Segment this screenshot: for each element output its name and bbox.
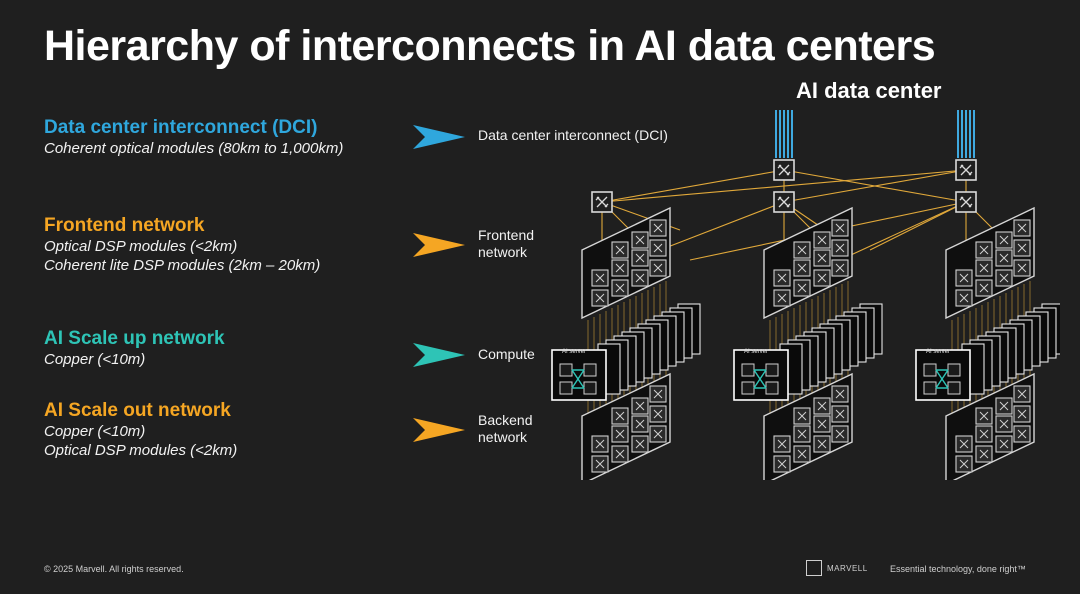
layer-label-backend-line-1: Backend: [478, 412, 533, 428]
category-scale-up-line-1: Copper (<10m): [44, 351, 146, 368]
fiber-bundle-left: [775, 110, 793, 158]
category-scale-out-name: AI Scale out network: [44, 400, 231, 421]
backend-arrow-icon: [413, 418, 465, 442]
category-dci-name: Data center interconnect (DCI): [44, 117, 318, 138]
category-frontend-line-1: Optical DSP modules (<2km): [44, 238, 238, 255]
ai-server-label-1: AI server: [562, 349, 586, 355]
dci-arrow-icon: [413, 125, 465, 149]
category-frontend-name: Frontend network: [44, 215, 205, 236]
diagram-title: AI data center: [796, 78, 942, 103]
data-center-diagram: AI server AI server AI server: [540, 110, 1060, 480]
layer-label-backend-line-2: network: [478, 429, 528, 445]
category-frontend-line-2: Coherent lite DSP modules (2km – 20km): [44, 257, 321, 274]
dci-switch-left: [773, 159, 795, 181]
dci-switch-right: [955, 159, 977, 181]
ai-server-label-3: AI server: [926, 349, 950, 355]
pod-1: [552, 208, 700, 480]
slide-title: Hierarchy of interconnects in AI data ce…: [44, 22, 936, 70]
category-scale-up-name: AI Scale up network: [44, 328, 225, 349]
frontend-switch-2: [773, 191, 795, 213]
category-scale-out-line-1: Copper (<10m): [44, 423, 146, 440]
frontend-arrow-icon: [413, 233, 465, 257]
layer-label-frontend: Frontend network: [478, 227, 534, 261]
marvell-logo: MARVELL: [806, 560, 868, 576]
pod-3: [916, 208, 1060, 480]
ai-server-label-2: AI server: [744, 349, 768, 355]
category-scale-up: AI Scale up network Copper (<10m): [44, 327, 225, 369]
compute-arrow-icon: [413, 343, 465, 367]
fiber-bundle-right: [957, 110, 975, 158]
layer-label-frontend-line-2: network: [478, 244, 528, 260]
category-dci-line-1: Coherent optical modules (80km to 1,000k…: [44, 140, 344, 157]
pod-2: [734, 208, 882, 480]
category-frontend: Frontend network Optical DSP modules (<2…: [44, 214, 320, 275]
frontend-switch-1: [591, 191, 613, 213]
copyright-text: © 2025 Marvell. All rights reserved.: [44, 564, 184, 574]
frontend-switch-3: [955, 191, 977, 213]
category-scale-out-line-2: Optical DSP modules (<2km): [44, 442, 238, 459]
tagline: Essential technology, done right™: [890, 564, 1026, 574]
layer-label-compute: Compute: [478, 346, 535, 362]
layer-label-backend: Backend network: [478, 412, 532, 446]
layer-label-dci: Data center interconnect (DCI): [478, 127, 668, 143]
category-dci: Data center interconnect (DCI) Coherent …: [44, 116, 343, 158]
category-scale-out: AI Scale out network Copper (<10m) Optic…: [44, 399, 237, 460]
brand-name: MARVELL: [827, 563, 868, 573]
layer-label-frontend-line-1: Frontend: [478, 227, 535, 243]
marvell-logo-icon: [806, 560, 822, 576]
